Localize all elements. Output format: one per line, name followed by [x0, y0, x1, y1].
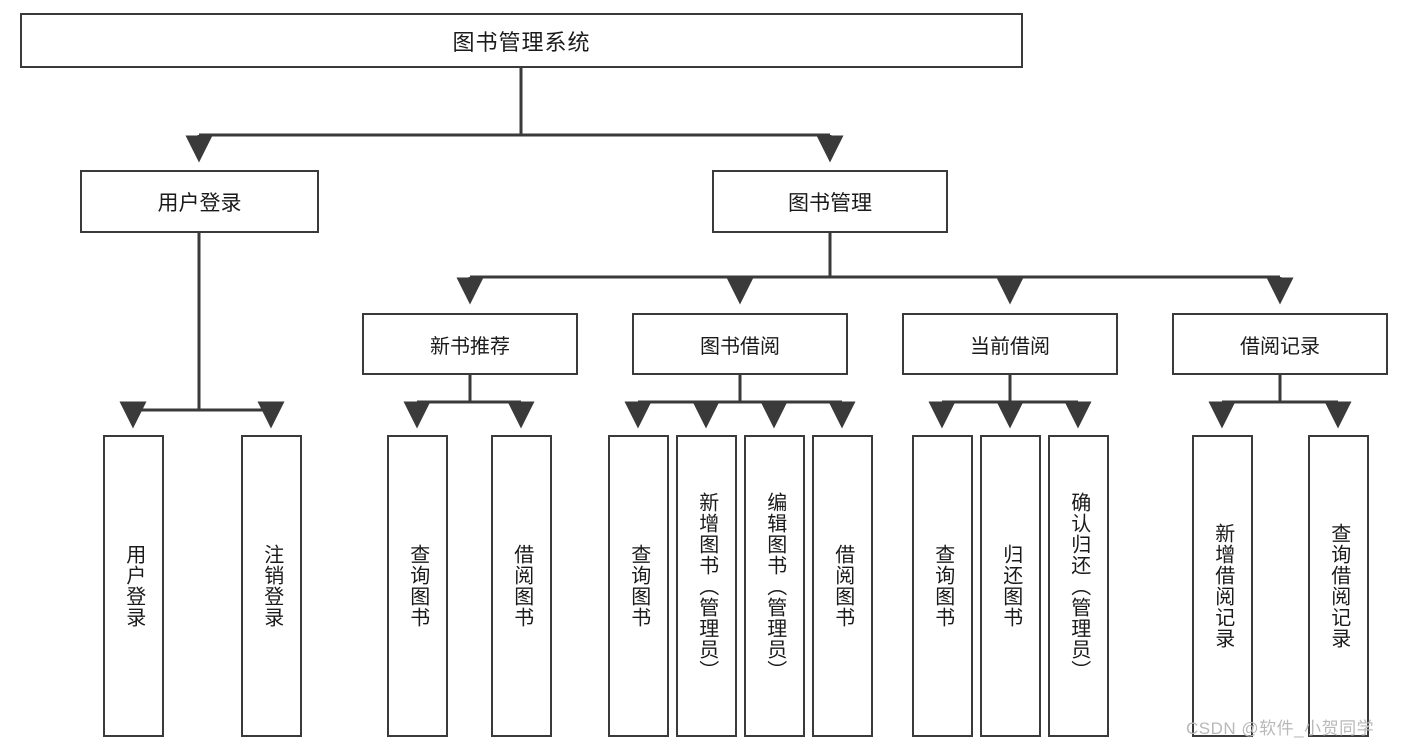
leaf-query-record[interactable]: 查询借阅记录 [1308, 435, 1369, 737]
node-current-borrow[interactable]: 当前借阅 [902, 313, 1118, 375]
node-user-login[interactable]: 用户登录 [80, 170, 319, 233]
leaf-return-book[interactable]: 归还图书 [980, 435, 1041, 737]
leaf-query-book-1[interactable]: 查询图书 [387, 435, 448, 737]
leaf-return-book-label: 归还图书 [999, 544, 1022, 628]
leaf-confirm-return-label: 确认归还（管理员） [1067, 491, 1090, 681]
node-root[interactable]: 图书管理系统 [20, 13, 1023, 68]
watermark: CSDN @软件_小贺同学 [1186, 719, 1375, 738]
node-borrow-record[interactable]: 借阅记录 [1172, 313, 1388, 375]
node-book-manage[interactable]: 图书管理 [712, 170, 948, 233]
node-user-login-label: 用户登录 [157, 191, 242, 215]
leaf-borrow-book-2-label: 借阅图书 [831, 544, 854, 628]
node-root-label: 图书管理系统 [452, 29, 591, 55]
leaf-edit-book[interactable]: 编辑图书（管理员） [744, 435, 805, 737]
leaf-borrow-book-1[interactable]: 借阅图书 [491, 435, 552, 737]
leaf-add-book-label: 新增图书（管理员） [695, 491, 718, 681]
leaf-edit-book-label: 编辑图书（管理员） [763, 491, 786, 681]
node-book-manage-label: 图书管理 [788, 191, 872, 215]
leaf-query-book-2[interactable]: 查询图书 [608, 435, 669, 737]
node-borrow-record-label: 借阅记录 [1240, 335, 1320, 358]
leaf-add-record-label: 新增借阅记录 [1211, 523, 1234, 649]
leaf-logout[interactable]: 注销登录 [241, 435, 302, 737]
leaf-query-record-label: 查询借阅记录 [1327, 523, 1350, 649]
leaf-confirm-return[interactable]: 确认归还（管理员） [1048, 435, 1109, 737]
node-new-book-rec-label: 新书推荐 [430, 335, 510, 358]
node-current-borrow-label: 当前借阅 [970, 335, 1050, 358]
node-book-borrow-label: 图书借阅 [700, 335, 780, 358]
leaf-query-book-3-label: 查询图书 [931, 544, 954, 628]
leaf-query-book-3[interactable]: 查询图书 [912, 435, 973, 737]
leaf-query-book-1-label: 查询图书 [406, 544, 429, 628]
leaf-user-login-label: 用户登录 [122, 544, 145, 628]
leaf-borrow-book-2[interactable]: 借阅图书 [812, 435, 873, 737]
node-book-borrow[interactable]: 图书借阅 [632, 313, 848, 375]
leaf-add-book[interactable]: 新增图书（管理员） [676, 435, 737, 737]
leaf-borrow-book-1-label: 借阅图书 [510, 544, 533, 628]
leaf-add-record[interactable]: 新增借阅记录 [1192, 435, 1253, 737]
node-new-book-rec[interactable]: 新书推荐 [362, 313, 578, 375]
leaf-query-book-2-label: 查询图书 [627, 544, 650, 628]
leaf-user-login[interactable]: 用户登录 [103, 435, 164, 737]
leaf-logout-label: 注销登录 [260, 544, 283, 628]
